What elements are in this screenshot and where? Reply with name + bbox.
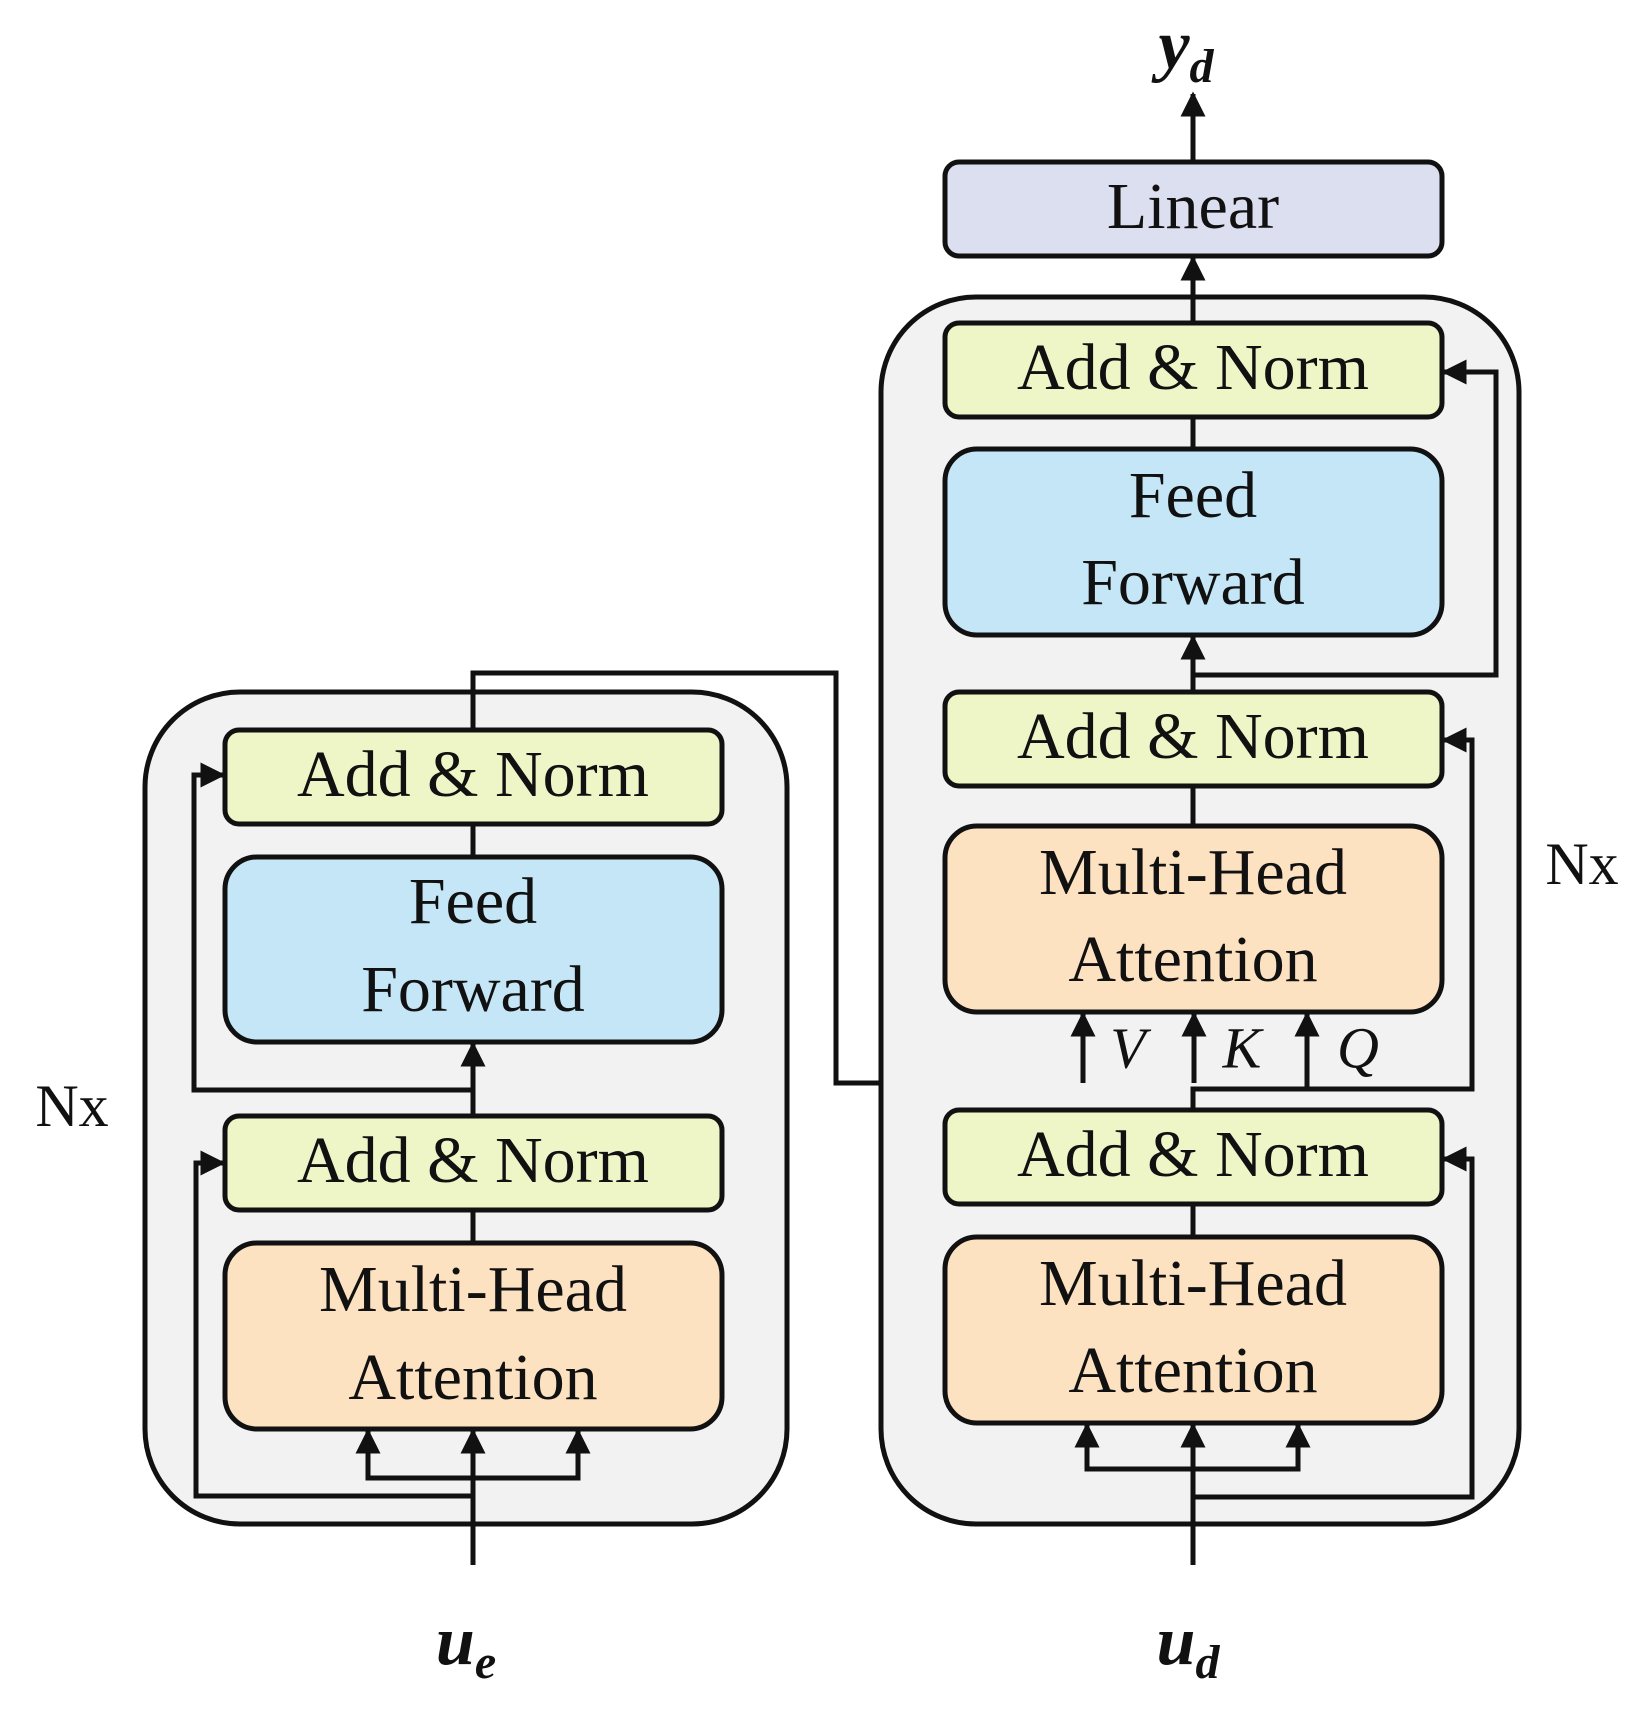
encoder-input-label: ue bbox=[436, 1603, 496, 1689]
decoder-repeat-label: Nx bbox=[1545, 831, 1618, 897]
encoder-repeat-label: Nx bbox=[35, 1073, 108, 1139]
decoder-cross-attention-label-1: Multi-Head bbox=[1039, 836, 1347, 909]
decoder-input-label: ud bbox=[1157, 1603, 1221, 1689]
query-input-label: Q bbox=[1337, 1015, 1379, 1080]
decoder-add-norm-top-label: Add & Norm bbox=[1017, 331, 1369, 404]
decoder-add-norm-middle-label: Add & Norm bbox=[1017, 700, 1369, 773]
decoder-connections bbox=[1070, 91, 1499, 1565]
decoder-output-label: yd bbox=[1151, 7, 1214, 93]
decoder-feed-forward-label-2: Forward bbox=[1081, 546, 1305, 619]
decoder-linear-label: Linear bbox=[1107, 170, 1279, 243]
encoder-add-norm-top-label: Add & Norm bbox=[297, 738, 649, 811]
encoder-add-norm-bottom-label: Add & Norm bbox=[297, 1124, 649, 1197]
encoder-attention-label-2: Attention bbox=[348, 1341, 597, 1414]
decoder-cross-attention-label-2: Attention bbox=[1068, 923, 1317, 996]
key-input-label: K bbox=[1222, 1015, 1265, 1080]
value-input-label: V bbox=[1110, 1015, 1152, 1080]
encoder-feed-forward-label-1: Feed bbox=[409, 865, 537, 938]
decoder-feed-forward-label-1: Feed bbox=[1129, 459, 1257, 532]
decoder-self-attention-label-1: Multi-Head bbox=[1039, 1247, 1347, 1320]
encoder-attention-label-1: Multi-Head bbox=[319, 1253, 627, 1326]
decoder-add-norm-bottom-label: Add & Norm bbox=[1017, 1118, 1369, 1191]
encoder-feed-forward-label-2: Forward bbox=[361, 953, 585, 1026]
decoder-self-attention-label-2: Attention bbox=[1068, 1334, 1317, 1407]
